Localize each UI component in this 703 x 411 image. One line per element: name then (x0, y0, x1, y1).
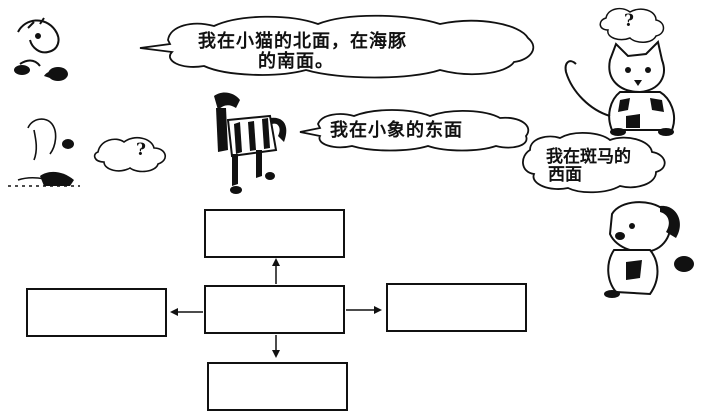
speech-top-line1: 我在小猫的北面，在海豚 (198, 31, 407, 52)
speech-right-line2: 西面 (548, 165, 582, 185)
box-south (207, 362, 348, 411)
box-west (26, 288, 167, 337)
speech-right-line1: 我在斑马的 (546, 147, 631, 167)
speech-top-line2: 的南面。 (258, 51, 334, 72)
speech-middle-text: 我在小象的东面 (330, 120, 463, 141)
question-mark-cat: ? (624, 11, 634, 31)
box-north (204, 209, 345, 258)
question-mark-left: ? (136, 140, 146, 160)
box-center (204, 285, 345, 334)
box-east (386, 283, 527, 332)
